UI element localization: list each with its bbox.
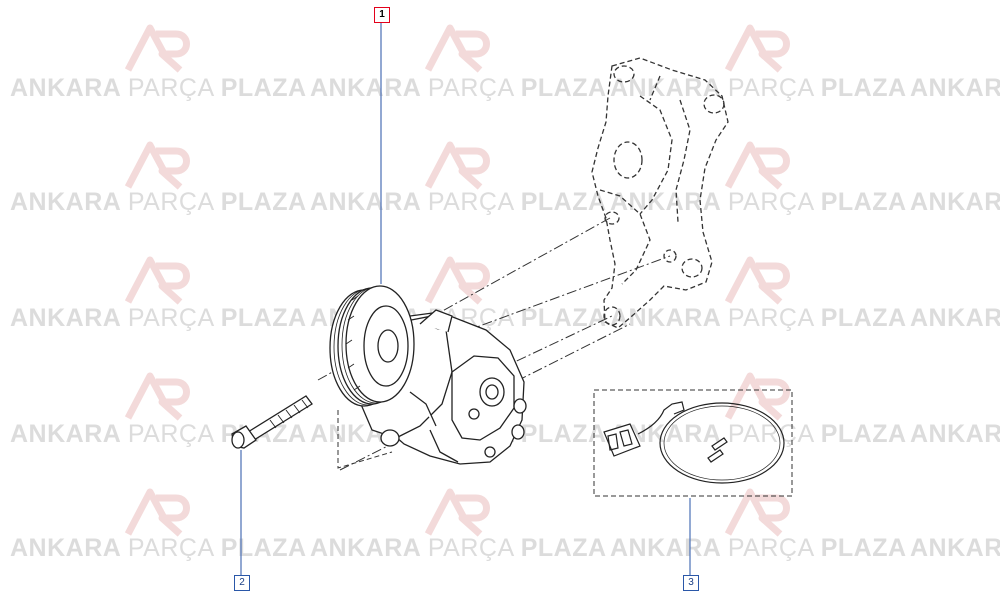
watermark-text: ANKARA PARÇA PLAZA [910,304,1000,332]
watermark-logo [424,141,490,190]
watermark-text: ANKARA PARÇA PLAZA [910,420,1000,448]
watermark-text: ANKARA PARÇA PLAZA [610,420,907,448]
watermark-logo [124,488,190,537]
watermark-text: ANKARA PARÇA PLAZA [610,188,907,216]
callout-3[interactable]: 3 [683,575,699,591]
watermark-logo [424,24,490,73]
watermark-logo [724,24,790,73]
bolt-path-outline [337,410,393,469]
watermark-logo [124,256,190,305]
watermark-logo [124,24,190,73]
watermark-text: ANKARA PARÇA PLAZA [910,534,1000,562]
watermark-logo [124,141,190,190]
watermark-text: ANKARA PARÇA PLAZA [610,534,907,562]
watermark-text: ANKARA PARÇA PLAZA [310,534,607,562]
callout-1[interactable]: 1 [374,7,390,23]
watermark-logo [124,372,190,421]
watermark-logo [424,256,490,305]
watermark-logo [724,372,790,421]
ac-compressor [329,285,527,465]
watermark-logo [724,141,790,190]
watermark-text: ANKARA PARÇA PLAZA [910,74,1000,102]
watermark-logo [724,256,790,305]
watermark-logo [724,488,790,537]
watermark-text: ANKARA PARÇA PLAZA [910,188,1000,216]
watermark-text: ANKARA PARÇA PLAZA [610,74,907,102]
watermark-text: ANKARA PARÇA PLAZA [10,534,307,562]
watermark-text: ANKARA PARÇA PLAZA [610,304,907,332]
bolt-part [231,395,313,449]
callout-2[interactable]: 2 [234,575,250,591]
watermark-text: ANKARA PARÇA PLAZA [310,74,607,102]
watermark-text: ANKARA PARÇA PLAZA [10,188,307,216]
watermark-logo [424,488,490,537]
watermark-text: ANKARA PARÇA PLAZA [10,74,307,102]
watermark-text: ANKARA PARÇA PLAZA [10,304,307,332]
repair-kit [593,389,793,497]
leader-lines [240,23,691,576]
watermark-text: ANKARA PARÇA PLAZA [310,188,607,216]
mounting-bracket [591,57,729,329]
